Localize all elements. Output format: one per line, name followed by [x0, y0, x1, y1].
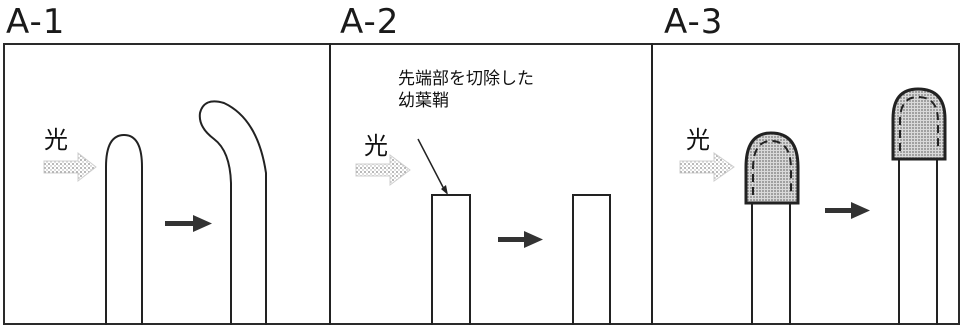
panel-a3-title: A-3	[664, 2, 724, 42]
diagram-frame	[3, 43, 960, 325]
panel-a2-callout: 先端部を切除した 幼葉鞘	[398, 68, 534, 112]
panel-a3-stem-before	[751, 203, 791, 325]
panel-a1-light-arrow	[43, 151, 97, 183]
panel-a3-stem-after	[898, 159, 938, 325]
panel-a2-callout-pointer	[417, 138, 446, 192]
panel-a2-cut-coleoptile-after	[572, 194, 611, 325]
callout-line-2: 幼葉鞘	[398, 91, 449, 111]
panel-a1-growth-arrow	[165, 215, 212, 232]
panel-a3-tip-before-inner	[752, 139, 792, 195]
panel-a3-light-arrow	[679, 152, 735, 182]
panel-a1-light-label: 光	[44, 126, 68, 154]
panel-a1-coleoptile-bent	[198, 100, 267, 325]
panel-a3-tip-after	[891, 87, 947, 161]
panel-a2-growth-arrow	[498, 231, 543, 248]
panel-dividers	[329, 43, 653, 325]
panel-a2-light-arrow	[355, 154, 411, 186]
panel-a2-light-label: 光	[364, 132, 388, 160]
panel-a1-coleoptile-straight	[105, 133, 143, 325]
panel-a1-title: A-1	[6, 2, 66, 42]
panel-a2-cut-coleoptile-before	[431, 194, 471, 325]
panel-a3-growth-arrow	[825, 202, 870, 219]
panel-a3-tip-before	[744, 131, 800, 205]
diagram-drawing	[43, 87, 947, 325]
panel-a2-title: A-2	[340, 2, 400, 42]
callout-line-1: 先端部を切除した	[398, 69, 534, 89]
panel-a3-light-label: 光	[686, 126, 710, 154]
